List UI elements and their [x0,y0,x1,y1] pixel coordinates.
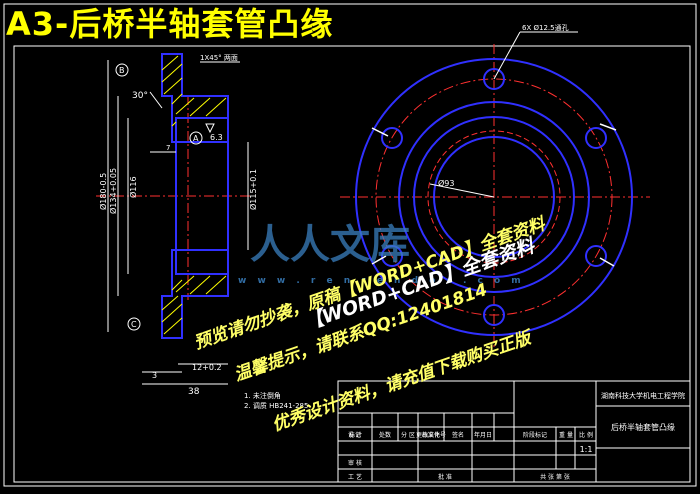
tb-row2-cell: 标准化 [422,431,440,439]
tb-row4-cell: 工 艺 [348,473,362,481]
tb-header-cell: 更改文件号 [416,431,446,439]
datum-c-label: C [131,320,137,329]
dia-93-label: Ø93 [438,178,454,188]
watermark-brand-url: w w w . r e n r e n d o c . c o m [238,276,525,286]
title-block [337,380,691,483]
tb-row4-cell: 共 张 第 张 [540,473,570,481]
bolt-hole [585,127,607,149]
datum-c-circle [127,317,141,331]
tb-row3-cell: 审 核 [348,459,362,467]
dim-38-label: 38 [188,387,200,397]
holes-note: 6X Ø12.5通孔 [522,23,569,32]
dim-63-label: 6.3 [210,133,223,142]
flange-outer-circle [355,58,633,336]
flange-upper [161,53,229,143]
flange-lower [161,249,229,339]
surface-finish-mark [205,123,215,134]
front-view [340,31,650,350]
bolt-holes [381,68,607,326]
boss-circle [398,101,590,293]
note-2: 2. 调质 HB241-285 [244,401,308,410]
tb-row4-cell: 批 准 [438,473,452,481]
note-1: 1. 未注倒角 [244,391,281,400]
datum-a-circle [189,131,203,145]
section-dimension-lines [107,60,249,385]
datum-b-label: B [119,66,125,75]
tb-row2-cell: 阶段标记 [523,431,547,439]
hole-markers [371,123,617,267]
watermark-brand: 人人文库 [250,222,410,268]
drawing-title: A3-后桥半轴套管凸缘 [6,5,334,43]
dim-3-label: 3 [152,371,157,380]
datum-b-circle [115,63,129,77]
bolt-hole [483,304,505,326]
school-name: 湖南科技大学机电工程学院 [601,391,685,400]
dia93-leader [429,183,495,198]
tb-row2-cell: 比 例 [579,431,593,439]
dia-134-label: Ø134+0.05 [108,168,118,214]
datum-a-label: A [193,134,199,143]
bolt-hole [381,127,403,149]
tb-header-cell: 年月日 [474,431,492,439]
inner-bore-circle [433,136,555,258]
chamfer-note: 1X45° 两面 [200,54,238,62]
dia-115-label: Ø115+0.1 [248,169,258,210]
part-name: 后桥半轴套管凸缘 [611,422,675,432]
scale-value: 1:1 [580,445,593,454]
bolt-hole [483,68,505,90]
angle-label: 30° [132,91,148,101]
dia-116-label: Ø116 [128,176,138,198]
tb-row2-cell: 重 量 [559,431,573,439]
outer-border [3,3,697,487]
section-view [96,53,250,385]
tb-header-cell: 签名 [452,431,464,439]
tb-row2-cell: 设 计 [348,431,362,439]
hatch-upper [161,55,227,127]
hatch-lower [161,275,227,335]
tb-header-cell: 分 区 [401,431,415,439]
tb-header-cell: 标记 [349,431,361,439]
hole-leader [493,31,521,80]
bolt-hole [585,245,607,267]
bore-circle [427,130,561,264]
dim-12-label: 12+0.2 [192,363,222,372]
bolt-hole [381,245,403,267]
dia-180-label: Ø180-0.5 [98,173,108,210]
bolt-circle [375,78,613,316]
hub-circle [413,116,575,278]
dim-7-label: 7 [166,144,170,152]
tb-header-cell: 处数 [379,431,391,439]
